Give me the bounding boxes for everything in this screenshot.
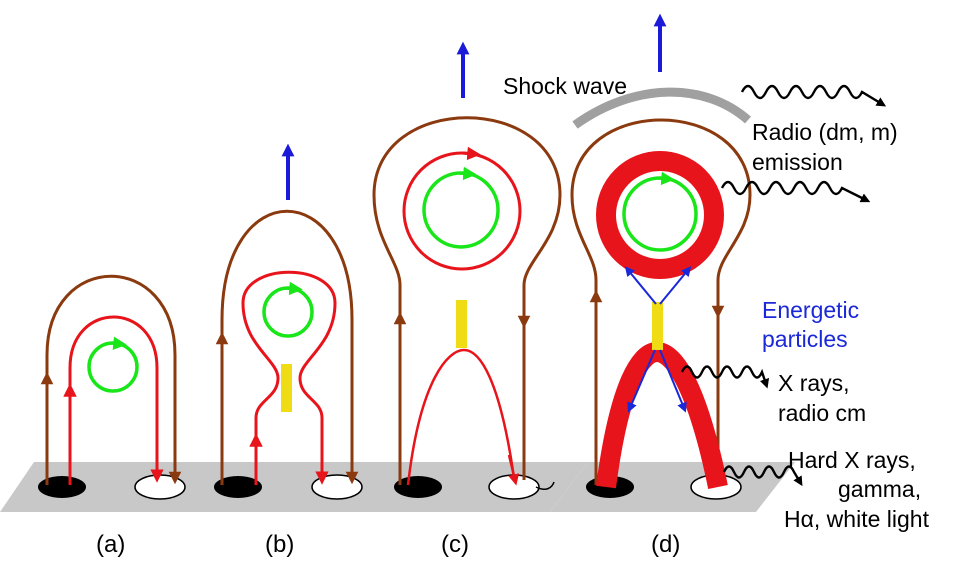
core-field <box>262 286 314 338</box>
sunspot-negative <box>394 476 442 498</box>
panel-c: (c) <box>346 41 588 558</box>
energetic-particles-label-line1: Energetic <box>762 297 859 323</box>
flux-rope <box>596 151 724 279</box>
hard-xray-label-line2: gamma, <box>838 476 921 502</box>
panel-a-label: (a) <box>96 531 125 558</box>
current-sheet <box>652 302 663 350</box>
hard-xray-label-line1: Hard X rays, <box>788 447 916 473</box>
outer-field-loop <box>45 274 177 485</box>
radio-emission-label-line1: Radio (dm, m) <box>752 119 898 145</box>
flux-rope <box>241 270 337 485</box>
sunspot-negative <box>38 476 86 498</box>
xray-wave <box>680 365 770 389</box>
shock-wave <box>572 87 751 129</box>
xray-label-line2: radio cm <box>778 400 866 426</box>
core-field <box>422 171 500 249</box>
panel-b: (b) <box>172 143 400 558</box>
energetic-particles-label-line2: particles <box>762 326 848 352</box>
panel-a: (a) <box>0 274 225 558</box>
outer-field-loop <box>570 118 752 485</box>
panel-b-label: (b) <box>265 531 294 558</box>
flux-rope <box>402 151 522 271</box>
core-field <box>622 176 698 252</box>
photosphere-plate <box>346 462 588 512</box>
hard-xray-wave <box>722 465 803 487</box>
photosphere-plate <box>172 462 400 512</box>
sunspot-negative <box>214 476 262 498</box>
sunspot-positive <box>134 474 186 500</box>
current-sheet <box>456 300 467 348</box>
radio-emission-label-line2: emission <box>752 149 843 175</box>
radio-wave-top <box>740 84 887 107</box>
flux-rope-loop <box>68 315 159 485</box>
post-flare-loop <box>596 341 728 490</box>
core-field <box>87 341 139 393</box>
panel-c-label: (c) <box>441 531 469 558</box>
outer-field-loop <box>220 209 354 485</box>
shock-wave-label: Shock wave <box>503 73 627 99</box>
emission-waves <box>680 84 887 487</box>
xray-label-line1: X rays, <box>778 370 850 396</box>
outer-field-loop <box>372 116 562 485</box>
hard-xray-label-line3: Hα, white light <box>784 506 930 532</box>
panel-d-label: (d) <box>651 531 680 558</box>
energetic-particle-arrows <box>624 266 692 413</box>
sunspot-positive <box>311 474 363 500</box>
radio-wave-mid <box>720 180 871 203</box>
current-sheet <box>281 364 292 412</box>
post-flare-loop <box>406 348 516 486</box>
panel-d: (d) <box>550 13 795 558</box>
